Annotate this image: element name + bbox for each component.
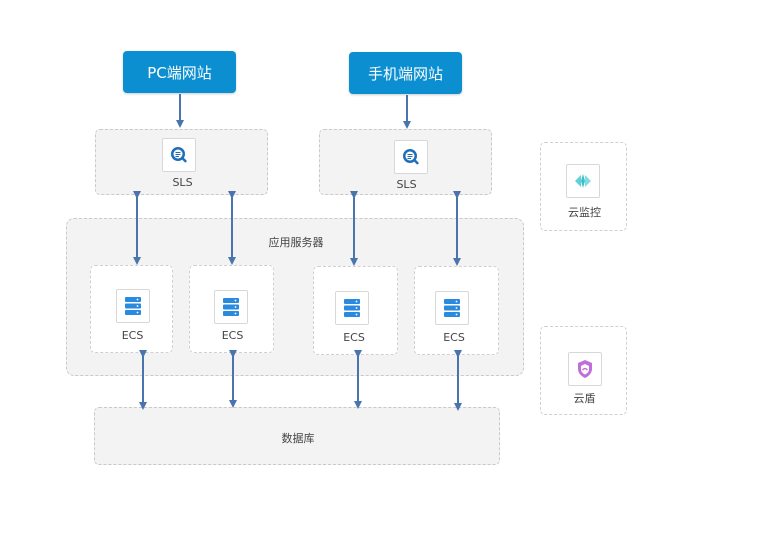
cloud-monitor-label: 云监控 (568, 206, 601, 219)
cloud-shield-node[interactable]: 云盾 (540, 326, 627, 415)
sls-node-left[interactable]: SLS (95, 129, 268, 195)
cloud-shield-label: 云盾 (573, 392, 596, 405)
mobile-website-node[interactable]: 手机端网站 (349, 52, 462, 94)
ecs-node-1[interactable]: ECS (90, 265, 173, 353)
ecs-node-4[interactable]: ECS (414, 266, 499, 355)
pc-website-label: PC端网站 (147, 63, 212, 82)
sls-node-right[interactable]: SLS (319, 129, 492, 195)
ecs-label-1: ECS (121, 329, 144, 342)
cloud-monitor-icon (566, 164, 600, 198)
ecs-node-2[interactable]: ECS (189, 265, 274, 353)
server-icon (335, 291, 369, 325)
mobile-website-label: 手机端网站 (367, 64, 443, 83)
app-server-title: 应用服务器 (268, 236, 324, 249)
ecs-node-3[interactable]: ECS (313, 266, 398, 355)
server-icon (116, 289, 150, 323)
database-label: 数据库 (281, 432, 315, 445)
server-icon (435, 291, 469, 325)
database-node[interactable]: 数据库 (94, 407, 500, 465)
cloud-shield-icon (568, 352, 602, 386)
sls-search-icon (394, 140, 428, 174)
pc-website-node[interactable]: PC端网站 (123, 51, 236, 93)
server-icon (214, 290, 248, 324)
sls-right-label: SLS (396, 178, 417, 191)
sls-search-icon (162, 138, 196, 172)
sls-left-label: SLS (172, 176, 193, 189)
ecs-label-2: ECS (221, 329, 244, 342)
ecs-label-3: ECS (343, 331, 365, 344)
ecs-label-4: ECS (443, 331, 465, 344)
cloud-monitor-node[interactable]: 云监控 (540, 142, 627, 231)
